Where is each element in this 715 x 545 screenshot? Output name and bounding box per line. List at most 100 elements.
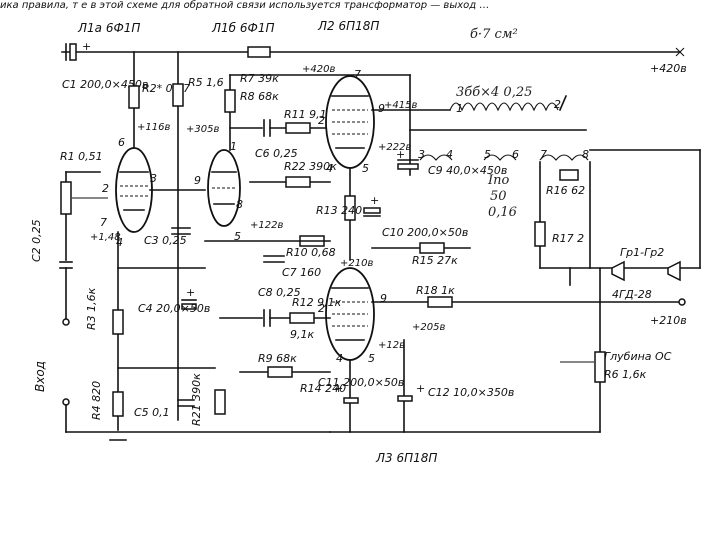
winding-note: 3бб×4 0,25 (456, 85, 532, 100)
svg-text:+: + (396, 148, 405, 161)
c7-label: C7 160 (282, 266, 321, 279)
c10-capacitor (363, 207, 381, 214)
transformer-winding-3-4 (419, 154, 453, 161)
svg-text:1: 1 (456, 102, 463, 115)
c1-plate-right (69, 43, 77, 61)
svg-text:7: 7 (354, 68, 361, 81)
r9-label: R9 68к (258, 352, 297, 365)
transformer-winding-7-8 (539, 154, 589, 161)
r12-label: R12 9,1к (292, 296, 342, 309)
svg-text:5: 5 (234, 230, 241, 243)
c8-label: C8 0,25 (258, 286, 301, 299)
voltage-label-122: +122в (250, 220, 283, 231)
svg-text:2: 2 (102, 182, 109, 195)
r18-label: R18 1к (416, 284, 455, 297)
c11-label: C11 200,0×50в (318, 376, 404, 389)
c11-capacitor (343, 397, 359, 404)
r15-label: R15 27к (412, 254, 458, 267)
svg-text:+: + (370, 194, 379, 207)
c1-label: C1 200,0×450в (62, 78, 148, 91)
tube-label-l1b: Л1б 6Ф1П (211, 21, 275, 35)
header-text: ика правила, т е в этой схеме для обратн… (0, 0, 489, 11)
sec-note-a: Iпо (487, 173, 510, 188)
r17-label: R17 2 (552, 232, 584, 245)
svg-text:+: + (186, 286, 195, 299)
supply-terminal-210[interactable] (678, 298, 686, 306)
voltage-label-305: +305в (186, 124, 219, 135)
r5-resistor (172, 83, 184, 107)
svg-text:4: 4 (326, 162, 333, 175)
voltage-label-222: +222в (378, 142, 411, 153)
sec-note-c: 0,16 (488, 205, 517, 220)
r13-label: R13 240 (316, 204, 362, 217)
c9-label: C9 40,0×450в (428, 164, 507, 177)
c5-label: C5 0,1 (134, 406, 170, 419)
svg-text:7: 7 (540, 148, 547, 161)
svg-text:9: 9 (194, 174, 201, 187)
svg-text:1: 1 (230, 140, 237, 153)
rail-resistor (247, 46, 271, 58)
svg-text:2: 2 (318, 114, 325, 127)
svg-text:+: + (334, 382, 343, 395)
c12-label: C12 10,0×350в (428, 386, 514, 399)
voltage-label-210-right: +210в (650, 314, 687, 327)
c12-capacitor (397, 395, 413, 402)
svg-text:7: 7 (100, 216, 107, 229)
svg-text:8: 8 (582, 148, 589, 161)
svg-text:3: 3 (150, 172, 157, 185)
svg-text:4: 4 (116, 236, 123, 249)
svg-text:8: 8 (236, 198, 243, 211)
r11-label: R11 9,1к (284, 108, 334, 121)
svg-text:2: 2 (318, 302, 325, 315)
voltage-label-420-top: +420в (302, 64, 335, 75)
c9-capacitor (397, 163, 419, 170)
transformer-winding-5-6 (483, 154, 517, 161)
r21-resistor (214, 389, 226, 415)
voltage-label-210-tube: +210в (340, 258, 373, 269)
tube-label-l1a: Л1а 6Ф1П (77, 21, 140, 35)
r12-resistor (289, 312, 315, 324)
r8-label: R8 68к (240, 90, 279, 103)
r17-resistor (534, 221, 546, 247)
voltage-label-415: +415в (384, 100, 417, 111)
r3-resistor (112, 309, 124, 335)
r5-label: R5 1,6 (188, 76, 224, 89)
voltage-label-205: +205в (412, 322, 445, 333)
r1-potentiometer (60, 181, 72, 215)
svg-text:4: 4 (336, 352, 343, 365)
r16-label: R16 62 (546, 184, 585, 197)
svg-text:3: 3 (418, 148, 425, 161)
tube-label-l3: Л3 6П18П (375, 451, 437, 465)
r22-resistor (285, 176, 311, 188)
input-terminal-ground[interactable] (62, 398, 70, 406)
c4-capacitor (181, 303, 197, 310)
r3-label: R3 1,6к (85, 287, 98, 330)
svg-text:5: 5 (368, 352, 375, 365)
r21-label: R21 390к (190, 373, 203, 426)
r22-label: R22 390к (284, 160, 337, 173)
svg-text:2: 2 (554, 98, 561, 111)
c2-label: C2 0,25 (30, 219, 43, 262)
r11-resistor (285, 122, 311, 134)
r10-label: R10 0,68 (286, 246, 336, 259)
depth-fb-label: Глубина ОС (604, 350, 672, 363)
voltage-label-420-right: +420в (650, 62, 687, 75)
core-note: б·7 см² (470, 27, 518, 42)
svg-text:5: 5 (484, 148, 491, 161)
tube-label-l2: Л2 6П18П (317, 19, 379, 33)
c6-label: C6 0,25 (255, 147, 298, 160)
svg-text:6: 6 (118, 136, 125, 149)
r9-resistor (267, 366, 293, 378)
tube-l1a (115, 147, 153, 233)
voltage-label-116: +116в (137, 122, 170, 133)
r8-resistor (224, 89, 236, 113)
svg-text:4: 4 (446, 148, 453, 161)
svg-text:9,1к: 9,1к (290, 328, 314, 341)
speakers-label: Гр1-Гр2 (620, 246, 664, 259)
svg-text:+: + (82, 40, 91, 53)
r6-label: R6 1,6к (604, 368, 647, 381)
r6-potentiometer[interactable] (594, 351, 606, 383)
input-terminal-hot[interactable] (62, 318, 70, 326)
c4-label: C4 20,0×50в (138, 302, 210, 315)
